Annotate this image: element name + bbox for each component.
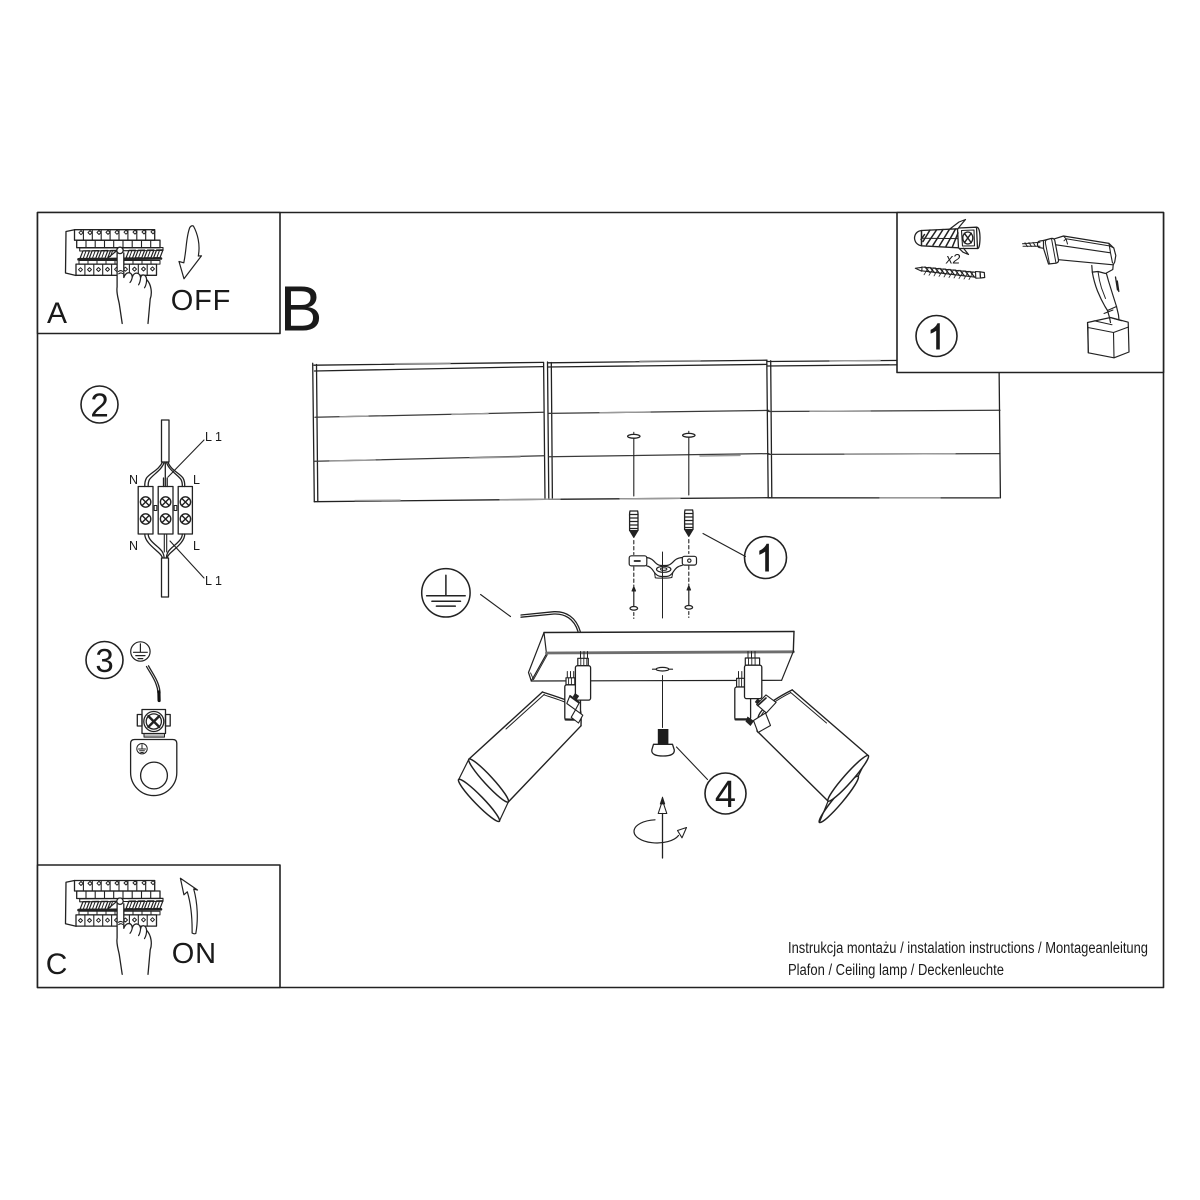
svg-text:Plafon / Ceiling lamp / Decken: Plafon / Ceiling lamp / Deckenleuchte (788, 962, 1004, 979)
svg-text:N: N (129, 473, 138, 487)
svg-text:L: L (193, 539, 200, 553)
svg-text:4: 4 (715, 774, 736, 816)
svg-text:L 1: L 1 (205, 574, 222, 588)
svg-text:Instrukcja montażu / instalati: Instrukcja montażu / instalation instruc… (788, 940, 1148, 957)
svg-text:A: A (47, 297, 67, 330)
svg-text:L: L (193, 473, 200, 487)
svg-text:B: B (280, 273, 323, 345)
svg-text:x2: x2 (945, 252, 961, 267)
svg-text:2: 2 (90, 387, 108, 424)
svg-text:ON: ON (172, 938, 217, 970)
svg-text:C: C (46, 948, 68, 981)
svg-text:L 1: L 1 (205, 430, 222, 444)
svg-text:N: N (129, 539, 138, 553)
svg-text:3: 3 (95, 642, 113, 679)
svg-text:OFF: OFF (171, 285, 231, 317)
